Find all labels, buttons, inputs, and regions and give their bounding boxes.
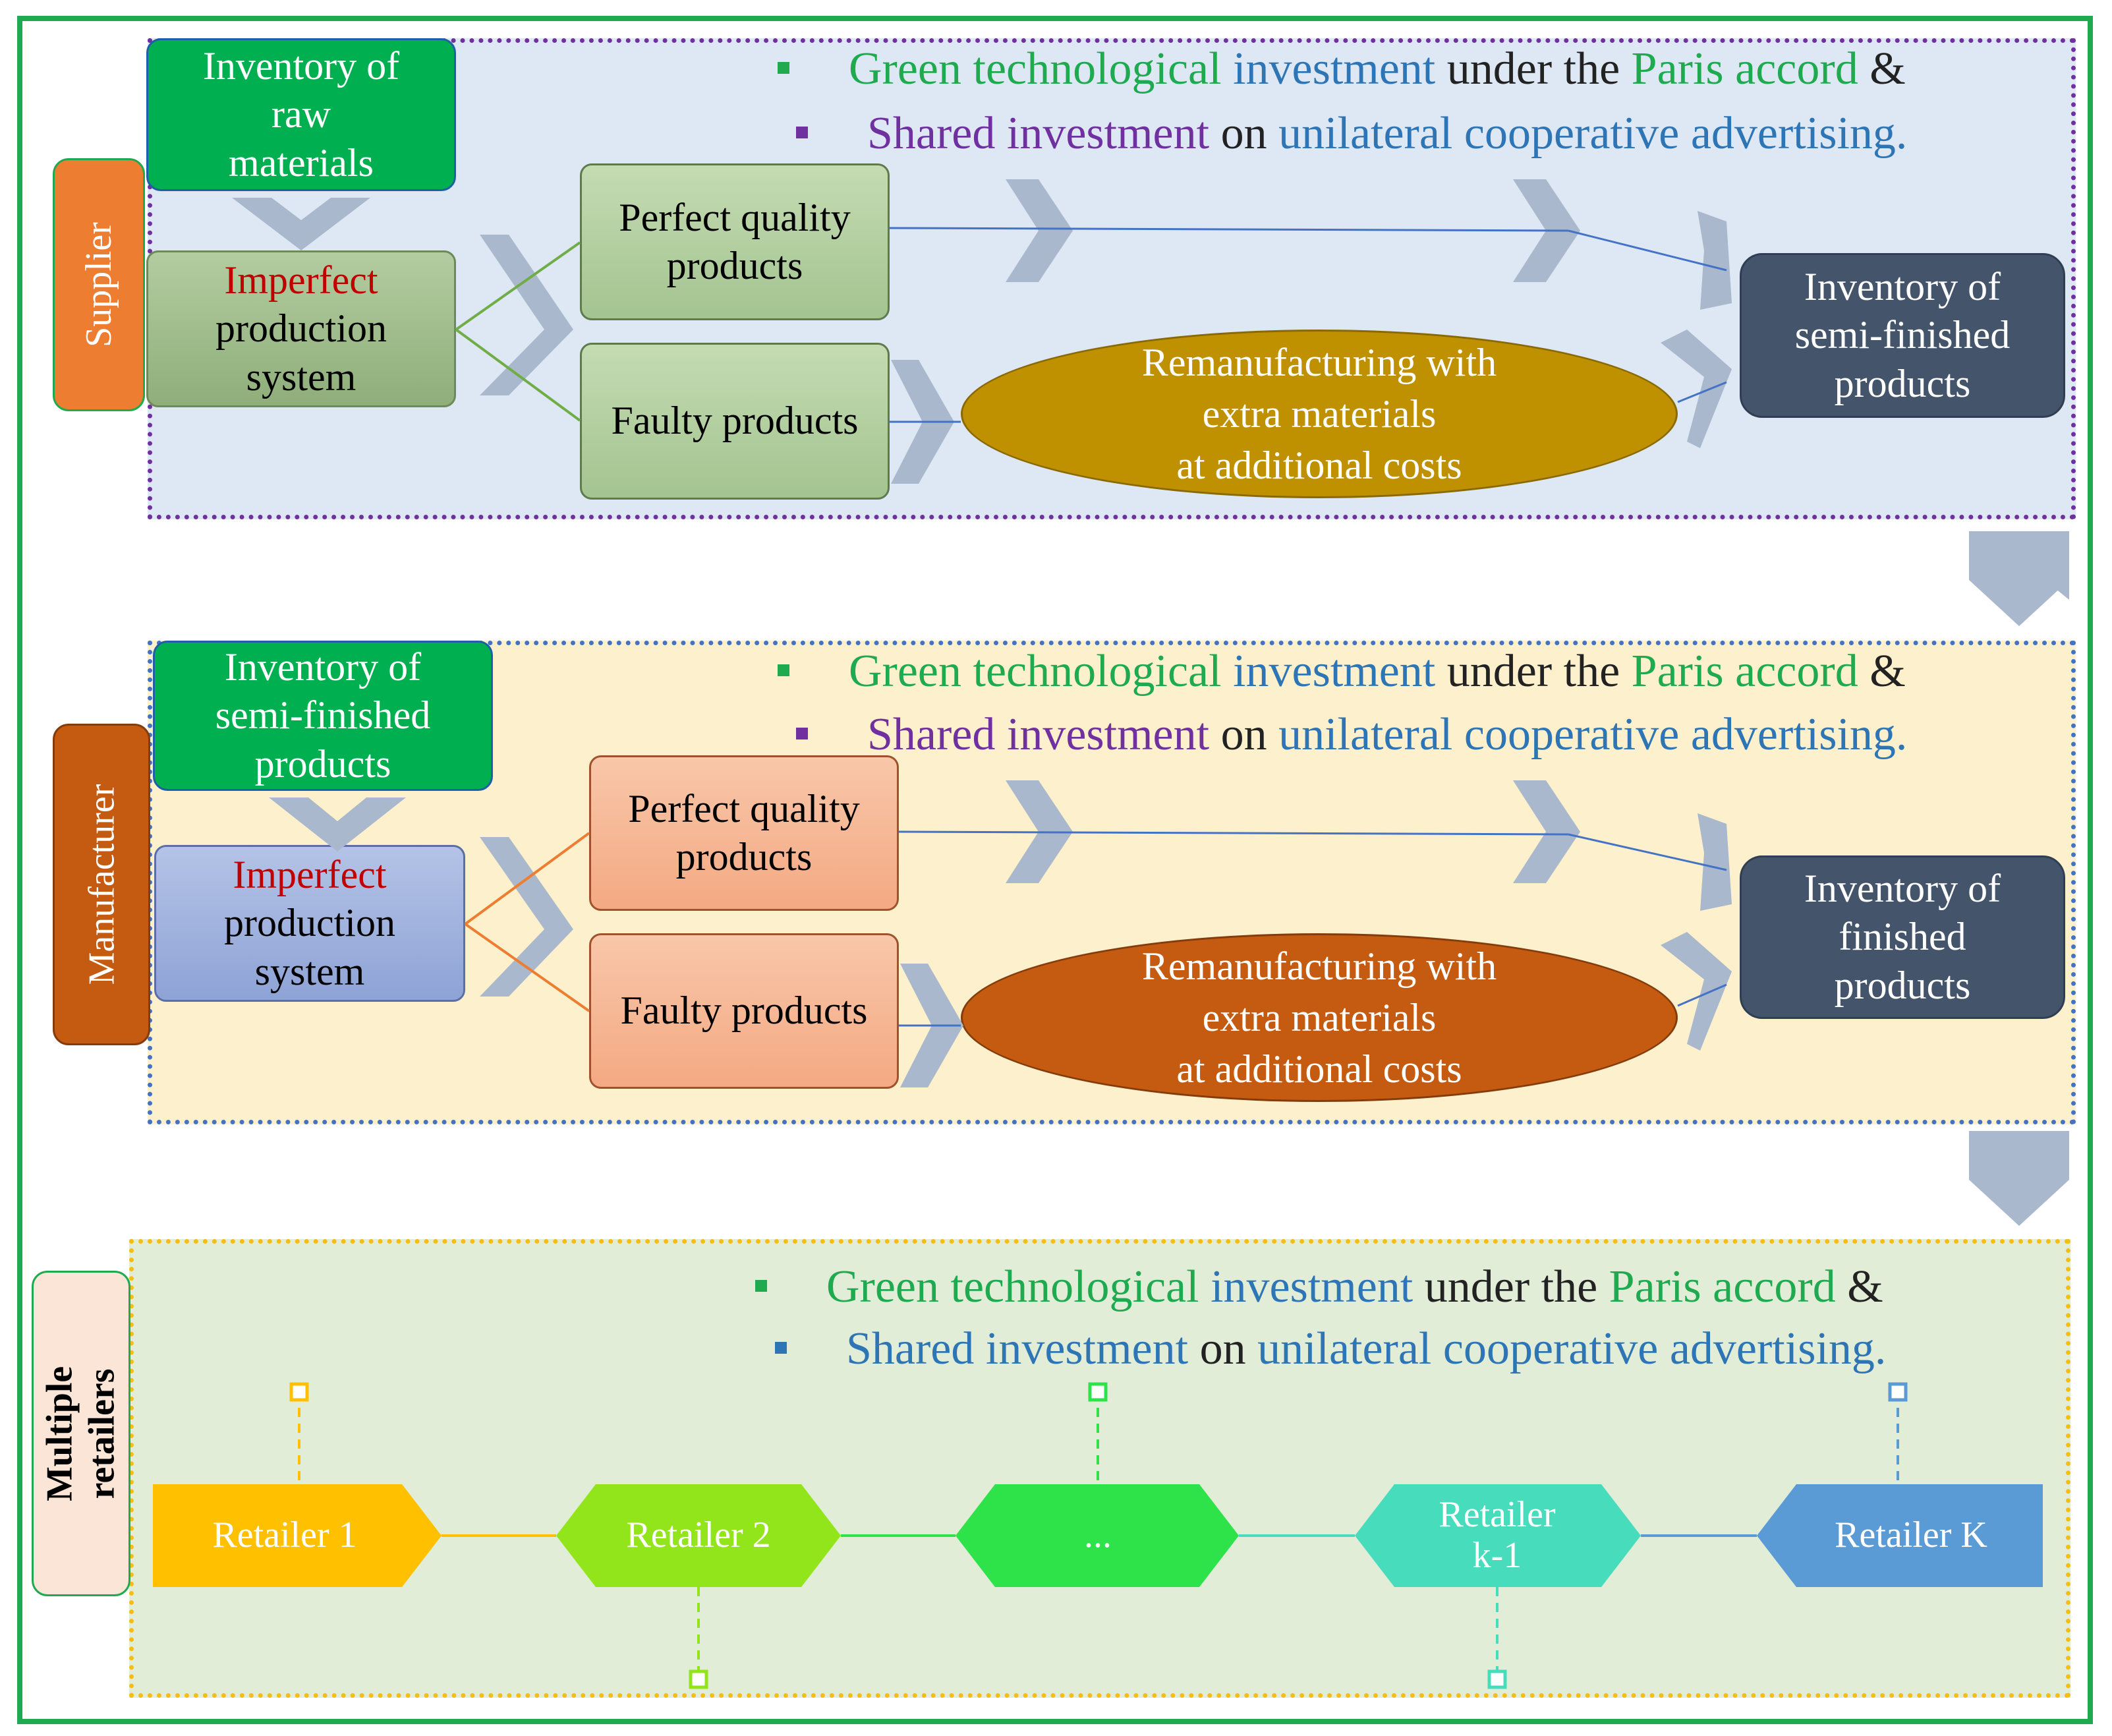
retailer-k: Retailer K (1835, 1515, 1987, 1556)
bullet-square-icon (796, 126, 808, 138)
chevron-right-icon (1513, 780, 1580, 883)
manufacturer-label: Manufacturer (53, 724, 150, 1045)
manufacturer-faulty-products: Faulty products (589, 933, 899, 1089)
retailer-3-shape (956, 1484, 1239, 1587)
retailer-2-shape (556, 1484, 841, 1587)
supplier-faulty-products: Faulty products (580, 343, 890, 500)
supplier-label: Supplier (53, 158, 145, 411)
retailer-1: Retailer 1 (212, 1515, 357, 1556)
supplier-bullet-green: Green technological investment under the… (778, 46, 1906, 92)
retailers-bullet-green: Green technological investment under the… (755, 1264, 1883, 1310)
chevron-right-icon (1006, 179, 1073, 282)
retailer-callout-markers (289, 1382, 1908, 1689)
bullet-square-icon (796, 727, 808, 739)
retailer-k-minus-1: Retailer k-1 (1439, 1494, 1556, 1576)
manufacturer-flow-lines (898, 830, 1727, 1027)
outer-frame (17, 16, 2093, 1724)
retailer-5-shape (1757, 1484, 2043, 1587)
bullet-square-icon (775, 1341, 787, 1354)
retailer-1-shape (153, 1484, 442, 1587)
retailers-label: Multiple retailers (32, 1271, 130, 1596)
chevron-right-icon (1698, 813, 1732, 911)
chevron-down-icon (232, 198, 370, 250)
chevron-right-icon (1698, 211, 1732, 310)
bullet-square-icon (778, 664, 789, 676)
retailer-2: Retailer 2 (626, 1515, 771, 1556)
chevron-right-icon (480, 235, 573, 395)
chevron-right-icon (1661, 330, 1732, 448)
supplier-split-lines (455, 241, 581, 422)
retailers-bullet-shared: Shared investment on unilateral cooperat… (775, 1326, 1886, 1372)
retailers-panel (129, 1239, 2070, 1698)
retailer-4-shape (1355, 1484, 1641, 1587)
chevron-down-icon (1969, 531, 2069, 626)
chevron-down-icon (1969, 1131, 2069, 1226)
bullet-square-icon (778, 61, 789, 74)
manufacturer-chevrons (269, 780, 2069, 1226)
retailer-ellipsis: ... (1084, 1515, 1112, 1556)
chevron-right-icon (1661, 932, 1732, 1051)
supplier-chevrons (232, 179, 2069, 626)
supplier-flow-lines (889, 227, 1727, 423)
manufacturer-bullet-shared: Shared investment on unilateral cooperat… (796, 712, 1907, 758)
manufacturer-bullet-green: Green technological investment under the… (778, 649, 1906, 695)
manufacturer-split-lines (464, 832, 590, 1012)
bullet-square-icon (755, 1279, 767, 1292)
chevron-down-icon (269, 797, 406, 852)
chevron-right-icon (480, 837, 573, 997)
supplier-bullet-shared: Shared investment on unilateral cooperat… (796, 111, 1907, 157)
